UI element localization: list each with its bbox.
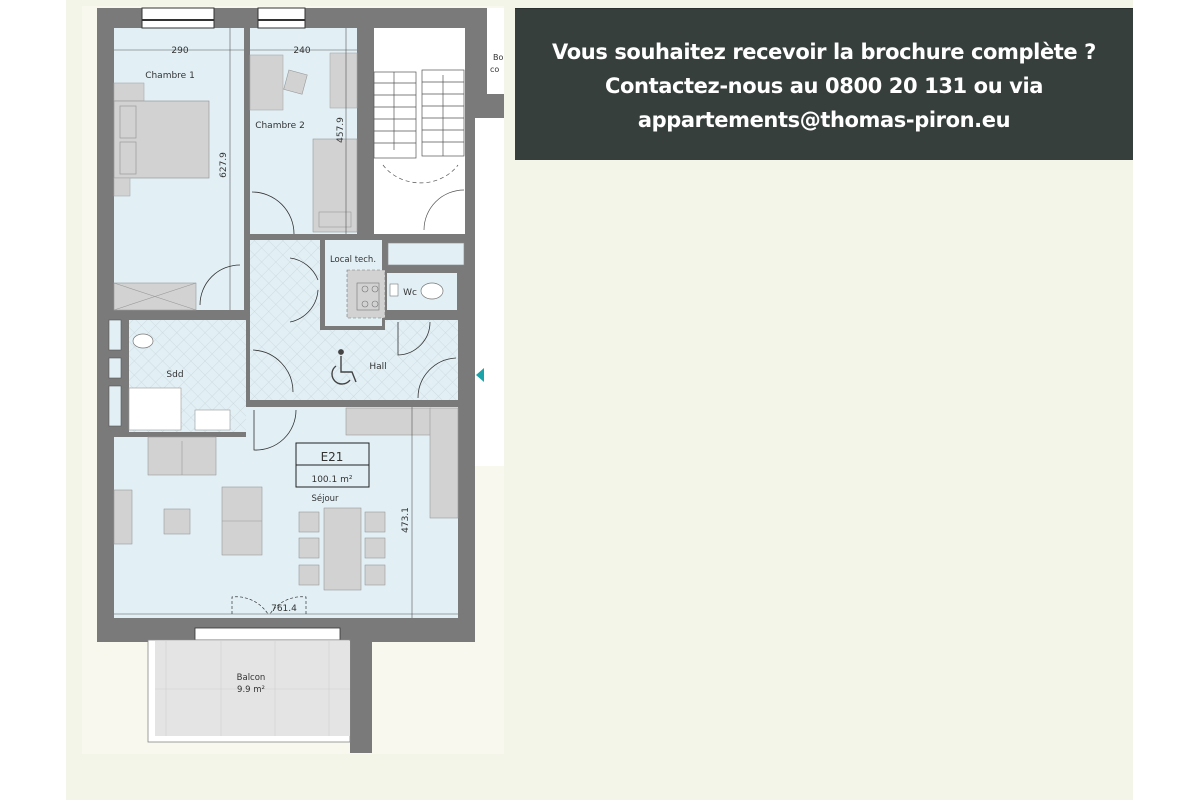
brochure-contact-banner: Vous souhaitez recevoir la brochure comp…: [515, 8, 1133, 160]
floor-plan: Bo co Chambre 1 290 627.9: [82, 6, 504, 754]
room-local-tech: Local tech.: [325, 240, 386, 326]
room-sejour: E21 100.1 m² Séjour 473.1 761.4: [113, 407, 459, 618]
svg-text:Sdd: Sdd: [166, 370, 183, 380]
svg-text:Séjour: Séjour: [311, 493, 339, 504]
stairwell: [373, 28, 465, 234]
svg-text:9.9 m²: 9.9 m²: [237, 685, 265, 695]
banner-headline: Vous souhaitez recevoir la brochure comp…: [552, 39, 1096, 64]
room-hall: Hall: [250, 240, 458, 400]
storage-unit: [387, 242, 465, 266]
svg-text:457.9: 457.9: [336, 117, 346, 143]
svg-text:473.1: 473.1: [401, 507, 411, 533]
unit-area: 100.1 m²: [311, 475, 352, 485]
room-sdd: Sdd: [108, 319, 246, 432]
svg-text:Local tech.: Local tech.: [330, 255, 376, 265]
banner-email: appartements@thomas-piron.eu: [637, 107, 1011, 132]
room-wc: Wc: [387, 273, 457, 310]
svg-text:290: 290: [171, 46, 188, 56]
room-balcon: Balcon 9.9 m²: [147, 639, 351, 743]
banner-phone-line: Contactez-nous au 0800 20 131 ou via: [604, 73, 1044, 98]
entrance-arrow-icon: [476, 368, 484, 382]
neighbor-label-2: co: [490, 65, 499, 74]
neighbor-area: [487, 8, 504, 94]
wheelchair-icon: [331, 349, 357, 385]
svg-text:761.4: 761.4: [271, 604, 297, 614]
svg-text:240: 240: [293, 46, 310, 56]
neighbor-label: Bo: [493, 53, 503, 62]
balcony-window: [194, 627, 341, 641]
svg-text:627.9: 627.9: [219, 152, 229, 178]
svg-text:Balcon: Balcon: [237, 673, 266, 683]
svg-text:Wc: Wc: [403, 288, 417, 298]
room-chambre-2: Chambre 2 240 457.9: [249, 7, 358, 235]
corridor: [475, 118, 504, 466]
svg-text:Chambre 1: Chambre 1: [145, 71, 195, 81]
svg-text:Chambre 2: Chambre 2: [255, 121, 305, 131]
unit-id: E21: [321, 450, 344, 464]
svg-text:Hall: Hall: [369, 362, 386, 372]
room-chambre-1: Chambre 1 290 627.9: [113, 7, 244, 311]
